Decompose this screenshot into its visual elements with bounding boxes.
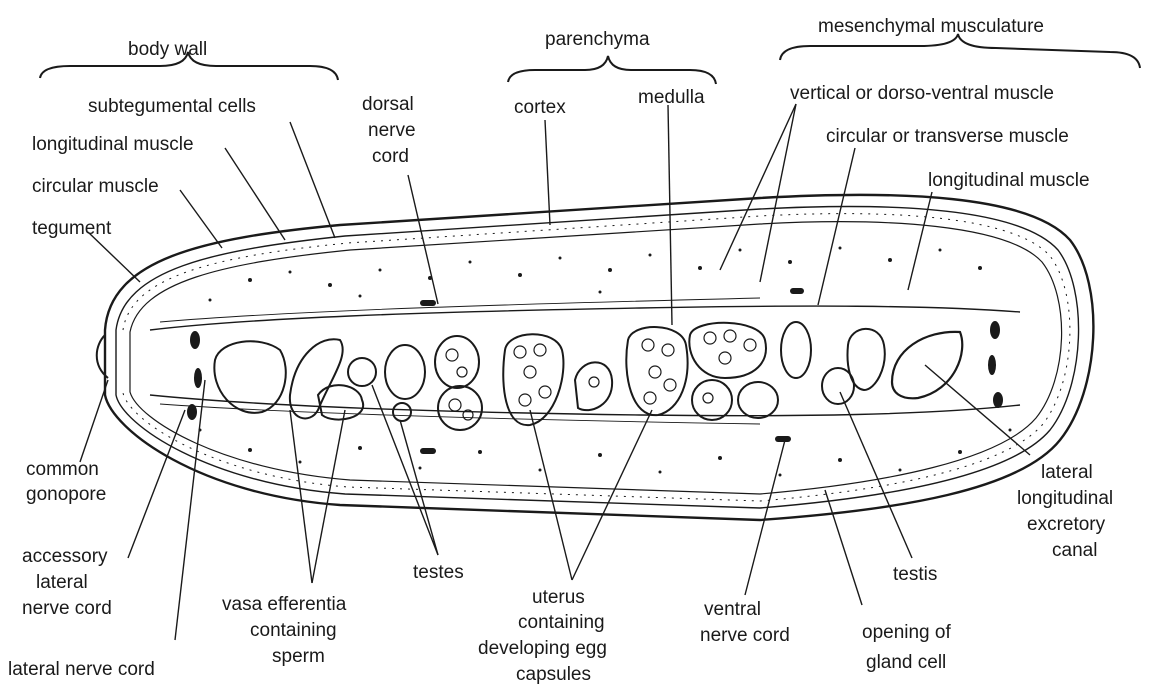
label-accessory-lateral-nerve-cord-2: lateral — [36, 572, 88, 593]
label-lateral-excretory-canal-3: excretory — [1027, 514, 1106, 535]
label-circular-transverse-muscle: circular or transverse muscle — [826, 126, 1069, 147]
vas-efferens-2 — [318, 385, 363, 419]
uterus-capsule-3 — [626, 327, 687, 415]
testis-small-2 — [393, 403, 411, 421]
label-vasa-efferentia-2: containing — [250, 620, 337, 641]
label-vasa-efferentia-1: vasa efferentia — [222, 594, 347, 615]
label-cortex: cortex — [514, 97, 566, 118]
uterus-capsule-2 — [575, 362, 612, 410]
label-ventral-nerve-cord-1: ventral — [704, 599, 761, 620]
label-longitudinal-muscle-left: longitudinal muscle — [32, 134, 194, 155]
label-accessory-lateral-nerve-cord-1: accessory — [22, 546, 108, 567]
label-lateral-excretory-canal-2: longitudinal — [1017, 488, 1113, 509]
testis-oval-1 — [385, 345, 425, 399]
egg-capsule-4 — [738, 382, 778, 418]
label-opening-gland-cell-1: opening of — [862, 622, 951, 643]
label-uterus-1: uterus — [532, 587, 585, 608]
label-lateral-nerve-cord: lateral nerve cord — [8, 659, 155, 680]
label-vertical-muscle: vertical or dorso-ventral muscle — [790, 83, 1054, 104]
label-ventral-nerve-cord-2: nerve cord — [700, 625, 790, 646]
label-dorsal-nerve-cord-2: nerve — [368, 120, 416, 141]
label-uterus-3: developing egg — [478, 638, 607, 659]
label-opening-gland-cell-2: gland cell — [866, 652, 946, 673]
testis-right — [822, 368, 854, 404]
testis-oval-2 — [781, 322, 811, 378]
label-longitudinal-muscle-right: longitudinal muscle — [928, 170, 1090, 191]
leader-lines — [80, 104, 1030, 640]
segment-body — [97, 195, 1094, 520]
label-body-wall: body wall — [128, 39, 207, 60]
label-circular-muscle: circular muscle — [32, 176, 159, 197]
label-dorsal-nerve-cord-3: cord — [372, 146, 409, 167]
label-accessory-lateral-nerve-cord-3: nerve cord — [22, 598, 112, 619]
label-common-gonopore-2: gonopore — [26, 484, 106, 505]
label-uterus-2: containing — [518, 612, 605, 633]
label-medulla: medulla — [638, 87, 705, 108]
parenchyma-stipple — [187, 247, 1012, 477]
parenchyma-brace — [508, 56, 716, 84]
label-common-gonopore-1: common — [26, 459, 99, 480]
label-vasa-efferentia-3: sperm — [272, 646, 325, 667]
label-dorsal-nerve-cord-1: dorsal — [362, 94, 414, 115]
label-testes: testes — [413, 562, 464, 583]
label-tegument: tegument — [32, 218, 112, 239]
label-lateral-excretory-canal-1: lateral — [1041, 462, 1093, 483]
label-parenchyma: parenchyma — [545, 29, 650, 50]
label-lateral-excretory-canal-4: canal — [1052, 540, 1097, 561]
label-testis: testis — [893, 564, 937, 585]
mesenchymal-musculature-brace — [780, 34, 1140, 68]
label-uterus-4: capsules — [516, 664, 591, 685]
egg-capsule-1 — [435, 336, 479, 388]
uterus-capsule-1 — [503, 334, 563, 425]
testis-small-1 — [348, 358, 376, 386]
label-subtegumental-cells: subtegumental cells — [88, 96, 256, 117]
label-mesenchymal-musculature: mesenchymal musculature — [818, 16, 1044, 37]
